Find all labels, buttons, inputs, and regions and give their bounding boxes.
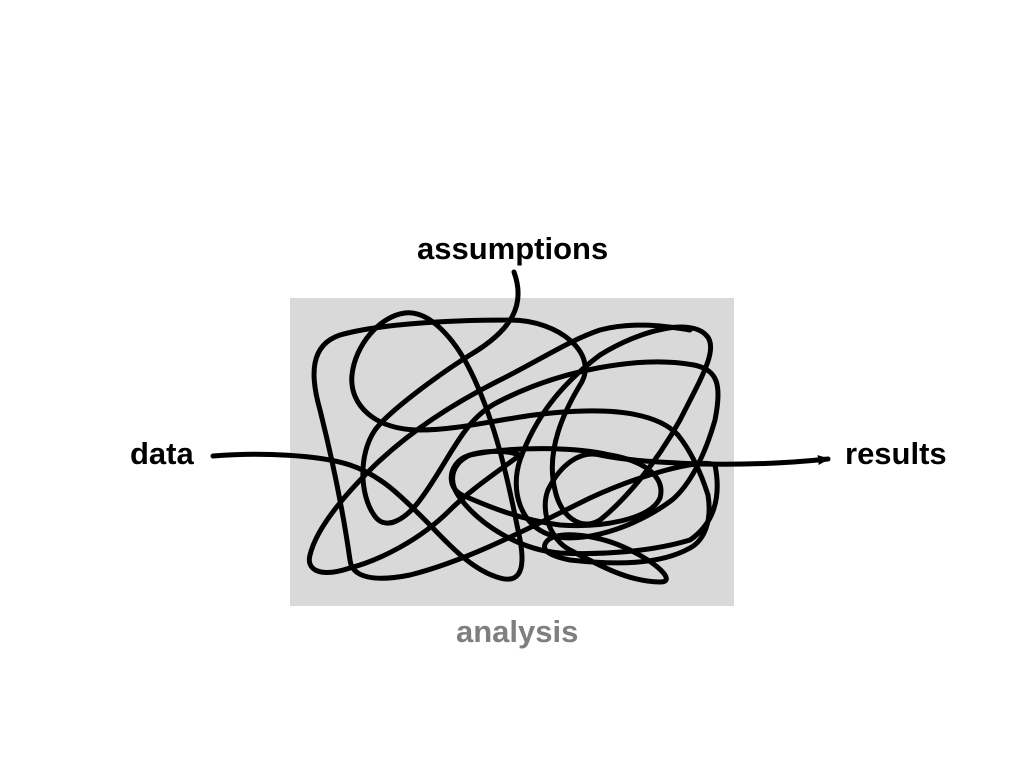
results-label: results	[845, 436, 947, 471]
assumptions-label: assumptions	[417, 231, 609, 266]
tangle-loop	[306, 322, 693, 575]
tangled-line	[210, 269, 831, 585]
analysis-label: analysis	[456, 614, 579, 649]
data-label: data	[130, 436, 194, 471]
